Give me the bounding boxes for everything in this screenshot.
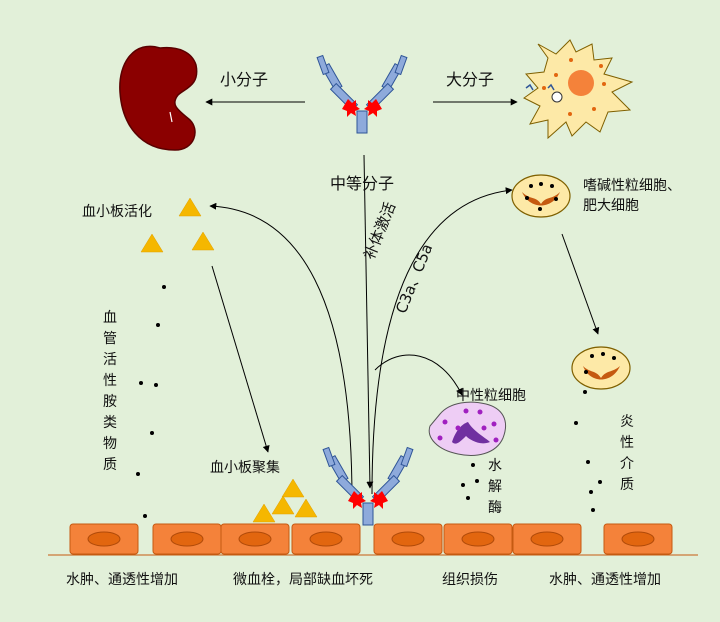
label-large-molecule: 大分子	[446, 70, 495, 89]
outcome-edema-left: 水肿、通透性增加	[66, 572, 178, 588]
mediator-dots	[574, 390, 602, 512]
antibody-top-icon	[316, 55, 408, 134]
label-inflammatory-mediators: 炎性 介质	[620, 414, 634, 493]
label-platelet-aggregation: 血小板聚集	[210, 460, 280, 476]
platelet-aggregate	[252, 478, 318, 523]
label-medium-molecule: 中等分子	[330, 174, 395, 193]
endothelium	[69, 523, 673, 555]
arrow-to-neutrophil	[374, 354, 463, 396]
arrow-to-platelet-activation	[209, 202, 353, 501]
neutrophil-icon	[428, 401, 507, 456]
label-basophil-mast-2: 肥大细胞	[583, 198, 639, 214]
outcome-tissue-damage: 组织损伤	[442, 572, 498, 588]
macrophage-icon	[523, 39, 634, 140]
label-basophil-mast: 嗜碱性粒细胞、	[583, 178, 681, 194]
arrow-basophil-degranulate	[561, 233, 600, 335]
label-hydrolase: 水解酶	[488, 458, 502, 516]
hydrolase-dots	[461, 463, 479, 500]
basophil-icon	[511, 174, 571, 218]
arrow-to-aggregation	[211, 265, 270, 453]
label-platelet-activation: 血小板活化	[82, 204, 152, 220]
amine-dots	[136, 285, 166, 518]
arrow-medium-down	[363, 154, 374, 489]
outcome-microthrombus: 微血栓，局部缺血坏死	[233, 572, 373, 588]
label-vasoactive-amines: 血管 活性 胺类 物质	[103, 310, 117, 473]
platelet-triangles-top	[140, 197, 215, 253]
label-small-molecule: 小分子	[220, 70, 269, 89]
kidney-icon	[119, 45, 198, 151]
label-neutrophil: 中性粒细胞	[456, 388, 526, 404]
inflammatory-cell-icon	[571, 346, 631, 390]
arrow-complement	[371, 187, 513, 495]
outcome-edema-right: 水肿、通透性增加	[549, 572, 661, 588]
antibody-bottom-icon	[322, 447, 414, 526]
